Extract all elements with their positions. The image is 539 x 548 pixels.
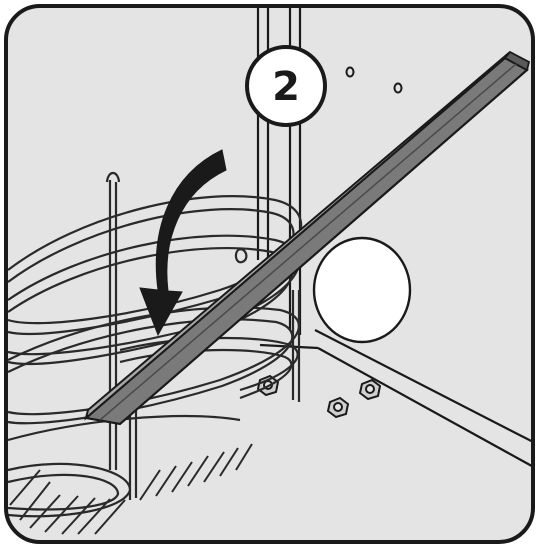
metal-rail bbox=[83, 50, 531, 426]
hex-nut bbox=[326, 396, 350, 419]
step-badge: 2 bbox=[245, 45, 327, 127]
screw-hole bbox=[345, 66, 355, 78]
curved-down-arrow bbox=[139, 149, 227, 337]
round-opening bbox=[312, 236, 412, 344]
step-number: 2 bbox=[272, 64, 300, 110]
basket-floor-tines bbox=[9, 443, 253, 535]
hex-nut bbox=[358, 378, 382, 401]
screw-hole bbox=[393, 82, 403, 94]
frame-border bbox=[4, 4, 535, 544]
